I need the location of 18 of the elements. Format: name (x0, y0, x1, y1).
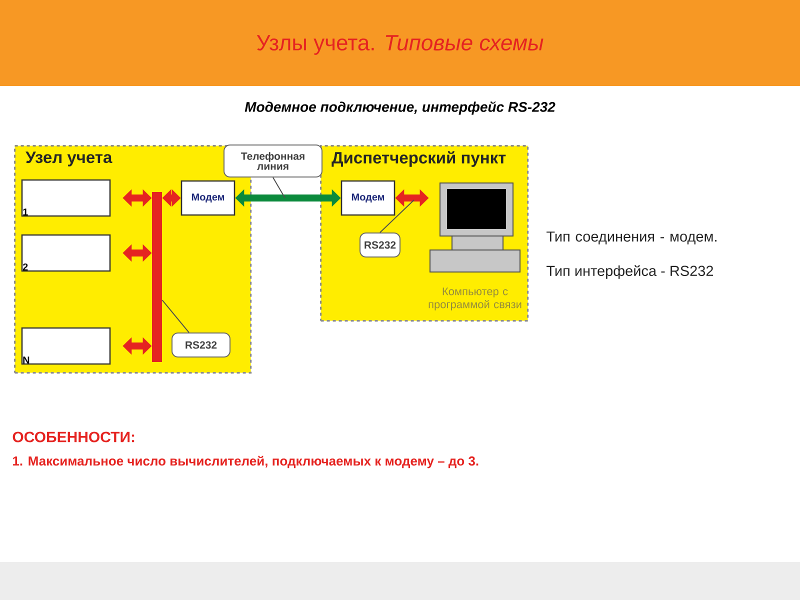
title: Узлы учета. Типовые схемы (256, 35, 544, 55)
section-heading: ОСОБЕННОСТИ: (12, 432, 134, 442)
leader-line (380, 200, 414, 233)
meter-box: N (21, 327, 111, 365)
note-text: Тип соединения - модем. (546, 232, 716, 244)
note-text: Тип интерфейса - RS232 (546, 265, 714, 279)
callout-bubble: RS232 (360, 232, 400, 258)
meter-box: 2 (21, 234, 111, 272)
modem-box: Модем (340, 180, 396, 216)
callout-bubble: RS232 (172, 332, 230, 358)
meter-box: 1 (21, 179, 111, 217)
feature-text: 1. Максимальное число вычислителей, подключаемых к модему – до 3. (13, 456, 478, 468)
callout-bubble: Телефонная линия (224, 144, 322, 178)
subtitle: Модемное подключение, интерфейс RS-232 (244, 101, 556, 115)
leader-line (272, 177, 286, 198)
computer-caption: Компьютер с программой связи (428, 288, 522, 310)
leader-line (162, 300, 190, 333)
modem-box: Модем (180, 180, 236, 216)
